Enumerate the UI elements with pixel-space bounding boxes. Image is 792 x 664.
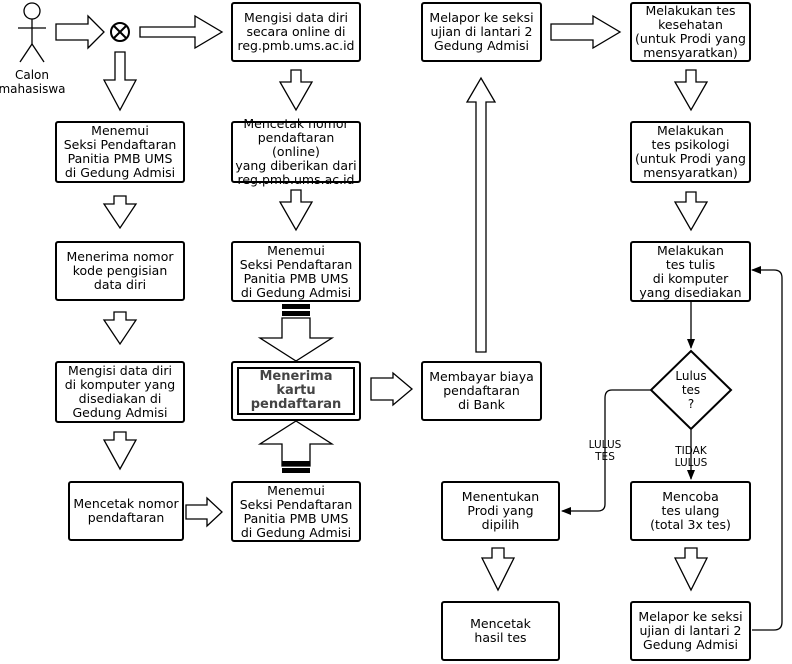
block-arrow [465,76,497,353]
meet-registration-section-box: Menemui Seksi Pendaftaran Panitia PMB UM… [231,481,361,542]
fill-data-computer-box: Mengisi data diri di komputer yang dised… [55,361,185,423]
written-test-box: Melakukan tes tulis di komputer yang dis… [630,241,751,302]
block-arrow [257,420,335,467]
block-arrow [102,195,138,230]
connector-line [561,389,651,515]
block-arrow [370,371,414,407]
block-arrow [257,317,335,362]
receive-code-box: Menerima nomor kode pengisian data diri [55,241,185,301]
retry-test-box: Mencoba tes ulang (total 3x tes) [630,481,751,541]
actor-icon [18,2,46,63]
decision-diamond [649,349,733,431]
block-arrow [102,51,138,112]
fill-data-online-box: Mengisi data diri secara online di reg.p… [231,2,361,62]
print-registration-number-box: Mencetak nomor pendaftaran [68,481,184,541]
block-arrow [139,14,224,50]
block-arrow [673,191,709,232]
block-arrow [55,14,105,50]
actor-label: Calon mahasiswa [0,68,66,96]
fork-node-icon [110,22,130,42]
meet-registration-section-box: Menemui Seksi Pendaftaran Panitia PMB UM… [231,241,361,302]
report-exam-section-box: Melapor ke seksi ujian di lantari 2 Gedu… [630,601,751,661]
fail-branch-label: TIDAK LULUS [674,445,708,469]
block-arrow [102,431,138,471]
block-arrow [480,547,516,592]
block-arrow [185,496,223,528]
print-test-result-box: Mencetak hasil tes [441,601,560,661]
meet-registration-section-box: Menemui Seksi Pendaftaran Panitia PMB UM… [55,121,185,183]
connector-line [751,266,783,631]
psychology-test-box: Melakukan tes psikologi (untuk Prodi yan… [630,121,751,183]
block-arrow [550,14,622,50]
pass-branch-label: LULUS TES [588,439,622,463]
block-arrow [278,189,314,232]
pay-bank-box: Membayar biaya pendaftaran di Bank [421,361,542,421]
health-test-box: Melakukan tes kesehatan (untuk Prodi yan… [630,2,751,62]
receive-card-label: Menerima kartu pendaftaran [250,369,342,412]
print-online-number-box: Mencetak nomor pendaftaran (online) yang… [231,117,361,187]
block-arrow [673,547,709,592]
choose-program-box: Menentukan Prodi yang dipilih [441,481,560,541]
block-arrow [102,311,138,346]
block-arrow [673,69,709,112]
report-exam-section-box: Melapor ke seksi ujian di lantari 2 Gedu… [421,2,542,62]
block-arrow [278,69,314,112]
receive-registration-card-box: Menerima kartu pendaftaran [231,361,361,421]
decision-label: Lulus tes ? [675,369,707,411]
